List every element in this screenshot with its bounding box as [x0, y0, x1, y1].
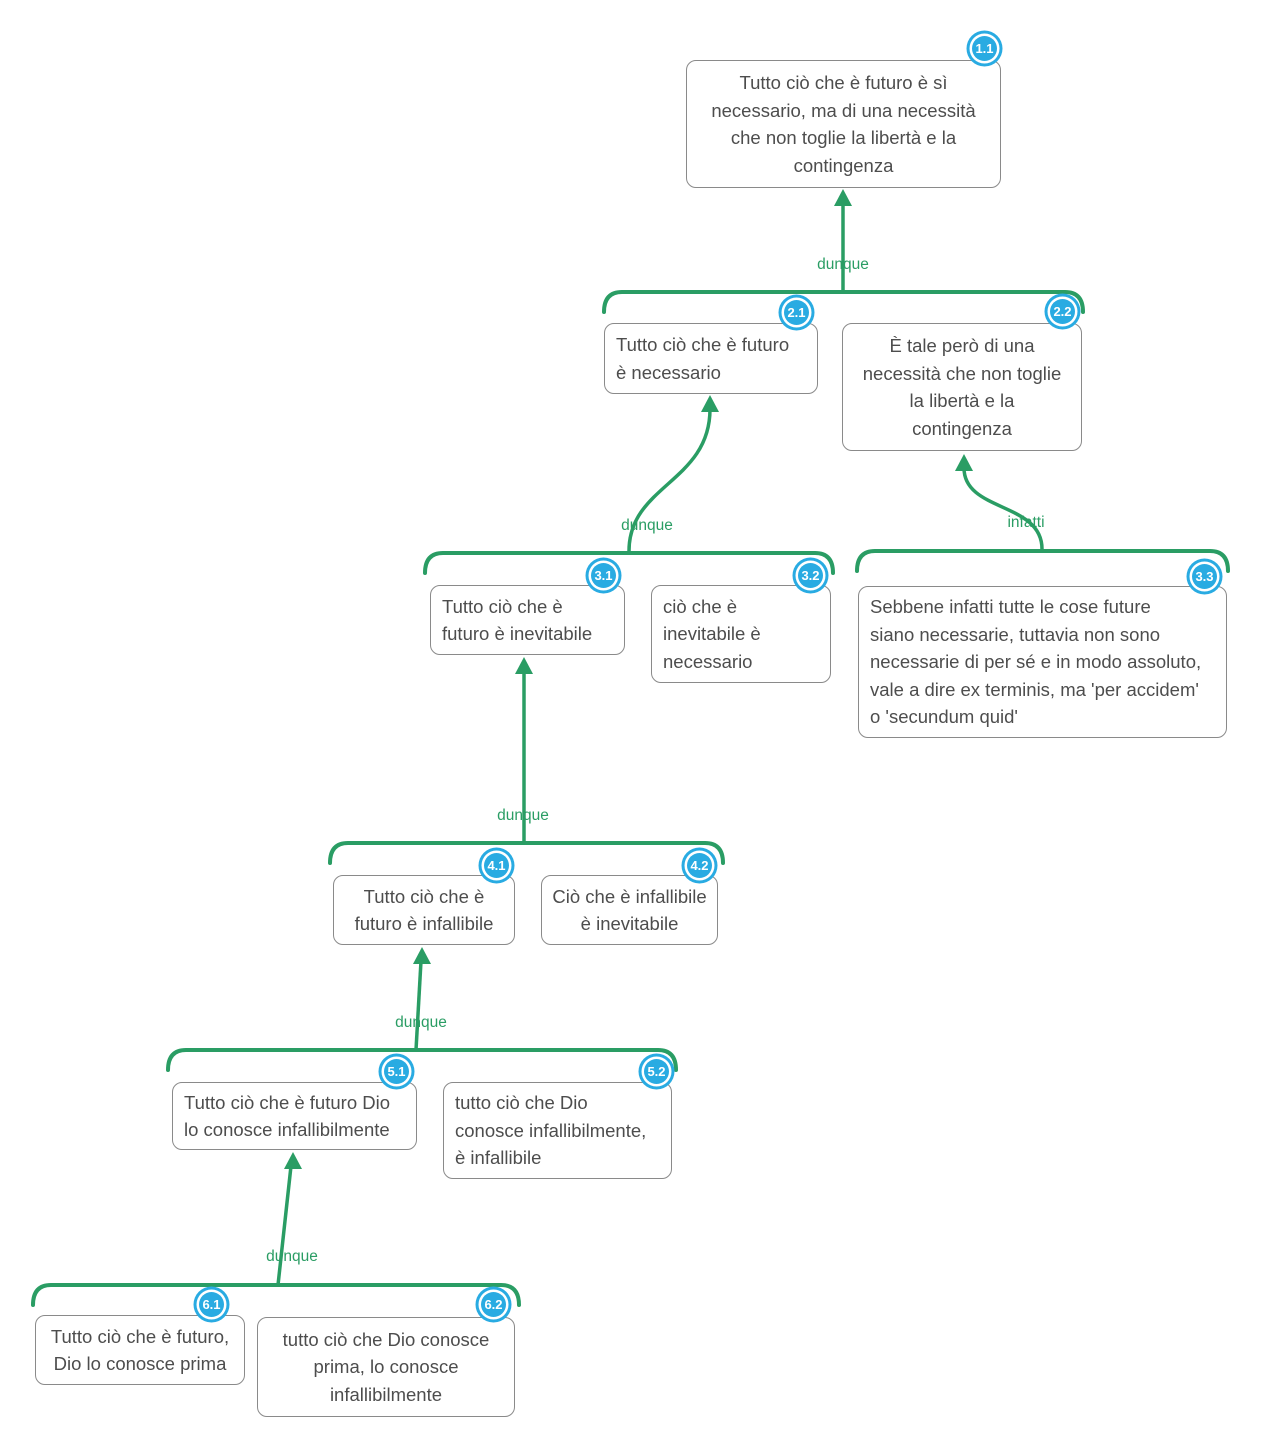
- arrowhead-to-5-1: [284, 1152, 302, 1169]
- relation-label-dunque-4: dunque: [497, 807, 549, 824]
- arrowhead-to-3-1: [515, 657, 533, 674]
- node-4-2[interactable]: Ciò che è infallibile è inevitabile: [541, 875, 718, 945]
- relation-label-infatti: infatti: [1007, 514, 1045, 531]
- relation-label-dunque-2: dunque: [621, 517, 673, 534]
- node-number-badge-2-1[interactable]: 2.1: [784, 300, 809, 325]
- node-2-1-text: Tutto ciò che è futuro è necessario: [616, 334, 790, 383]
- arrowhead-to-2-2: [955, 454, 973, 471]
- arrowhead-to-2-1: [701, 395, 719, 412]
- node-number-badge-6-1[interactable]: 6.1: [199, 1292, 224, 1317]
- node-number-badge-2-2[interactable]: 2.2: [1050, 299, 1075, 324]
- node-number-badge-4-2[interactable]: 4.2: [687, 853, 712, 878]
- node-number-badge-5-1[interactable]: 5.1: [384, 1059, 409, 1084]
- node-2-2-text: È tale però di una necessità che non tog…: [862, 335, 1062, 439]
- node-4-2-text: Ciò che è infallibile è inevitabile: [552, 885, 707, 935]
- node-2-1[interactable]: Tutto ciò che è futuro è necessario: [604, 323, 818, 394]
- node-1-1-text: Tutto ciò che è futuro è sì necessario, …: [711, 72, 976, 176]
- bracket-group-6: [31, 1283, 521, 1307]
- node-6-2-text: tutto ciò che Dio conosce prima, lo cono…: [282, 1328, 490, 1405]
- relation-label-dunque-5: dunque: [395, 1014, 447, 1031]
- node-1-1[interactable]: Tutto ciò che è futuro è sì necessario, …: [686, 60, 1001, 188]
- node-6-2[interactable]: tutto ciò che Dio conosce prima, lo cono…: [257, 1317, 515, 1417]
- relation-label-dunque-6: dunque: [266, 1248, 318, 1265]
- node-5-1-text: Tutto ciò che è futuro Dio lo conosce in…: [184, 1091, 391, 1141]
- relation-label-dunque-1: dunque: [817, 256, 869, 273]
- node-number-badge-6-2[interactable]: 6.2: [481, 1292, 506, 1317]
- bracket-group-2: [602, 290, 1085, 314]
- bracket-group-3b: [855, 549, 1230, 573]
- node-number-badge-5-2[interactable]: 5.2: [644, 1059, 669, 1084]
- node-number-badge-4-1[interactable]: 4.1: [484, 853, 509, 878]
- node-number-badge-1-1[interactable]: 1.1: [972, 36, 997, 61]
- node-3-3-text: Sebbene infatti tutte le cose future sia…: [870, 596, 1202, 728]
- bracket-group-3: [423, 551, 835, 575]
- node-number-badge-3-2[interactable]: 3.2: [798, 563, 823, 588]
- node-3-1-text: Tutto ciò che è futuro è inevitabile: [442, 595, 593, 645]
- arrow-line-to-4-1: [414, 960, 423, 1051]
- node-number-badge-3-3[interactable]: 3.3: [1192, 564, 1217, 589]
- bracket-group-5: [166, 1048, 678, 1072]
- node-3-1[interactable]: Tutto ciò che è futuro è inevitabile: [430, 585, 625, 655]
- node-5-1[interactable]: Tutto ciò che è futuro Dio lo conosce in…: [172, 1082, 417, 1150]
- node-5-2-text: tutto ciò che Dio conosce infallibilment…: [455, 1092, 647, 1169]
- node-number-badge-3-1[interactable]: 3.1: [591, 563, 616, 588]
- arrowhead-to-1-1: [834, 189, 852, 206]
- node-5-2[interactable]: tutto ciò che Dio conosce infallibilment…: [443, 1082, 672, 1179]
- node-4-1[interactable]: Tutto ciò che è futuro è infallibile: [333, 875, 515, 945]
- node-6-1-text: Tutto ciò che è futuro, Dio lo conosce p…: [50, 1325, 230, 1375]
- node-3-2-text: ciò che è inevitabile è necessario: [663, 595, 761, 672]
- arrow-line-to-5-1: [276, 1165, 293, 1286]
- node-3-2[interactable]: ciò che è inevitabile è necessario: [651, 585, 831, 683]
- node-4-1-text: Tutto ciò che è futuro è infallibile: [354, 885, 494, 935]
- arrow-line-to-2-2: [962, 467, 1044, 550]
- node-6-1[interactable]: Tutto ciò che è futuro, Dio lo conosce p…: [35, 1315, 245, 1385]
- bracket-group-4: [328, 841, 725, 865]
- node-3-3[interactable]: Sebbene infatti tutte le cose future sia…: [858, 586, 1227, 738]
- arrow-line-to-2-1: [627, 408, 712, 552]
- arrowhead-to-4-1: [413, 947, 431, 964]
- node-2-2[interactable]: È tale però di una necessità che non tog…: [842, 323, 1082, 451]
